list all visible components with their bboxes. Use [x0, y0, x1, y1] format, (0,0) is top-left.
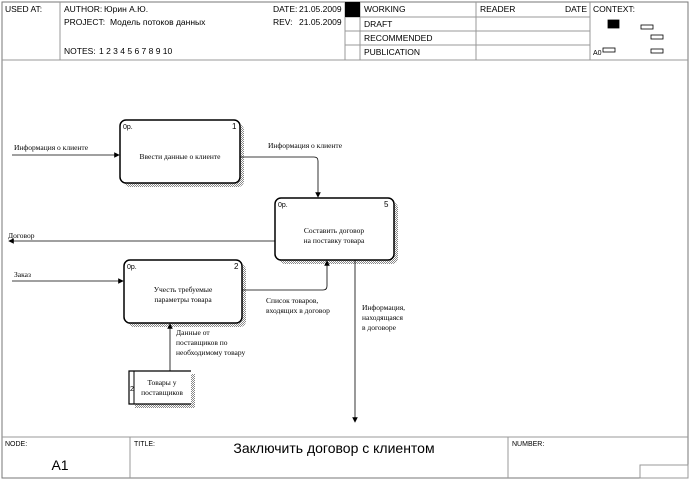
used-at-label: USED AT: [5, 4, 42, 14]
flow-label: Информация о клиенте [14, 143, 89, 152]
process-tag: 0р. [123, 124, 133, 131]
flow-label-line2: входящих в договор [266, 306, 330, 315]
project-value: Модель потоков данных [110, 17, 206, 27]
status-publication: PUBLICATION [364, 47, 420, 57]
status-working: WORKING [364, 4, 406, 14]
status-recommended: RECOMMENDED [364, 33, 432, 43]
node-value: A1 [51, 457, 68, 473]
flow-label-line1: Информация, [362, 303, 405, 312]
date-label: DATE: [273, 4, 297, 14]
context-label: CONTEXT: [593, 4, 635, 14]
working-status-marker [345, 2, 360, 17]
notes-label: NOTES: [64, 46, 96, 56]
process-2[interactable]: 0р. 2 Учесть требуемые параметры товара [123, 259, 246, 327]
process-name: Ввести данные о клиенте [140, 152, 222, 161]
notes-value: 1 2 3 4 5 6 7 8 9 10 [99, 46, 173, 56]
author-label: AUTHOR: [64, 4, 102, 14]
process-name-line1: Составить договор [304, 226, 365, 235]
reader-date-label: DATE [565, 4, 587, 14]
flow-client-info-out[interactable] [240, 156, 321, 198]
node-label: NODE: [5, 441, 27, 448]
process-1[interactable]: 0р. 1 Ввести данные о клиенте [119, 119, 244, 187]
process-number: 1 [232, 122, 237, 131]
flow-label-line3: в договоре [362, 323, 397, 332]
flow-label-line1: Данные от [176, 328, 210, 337]
flow-label: Информация о клиенте [268, 141, 343, 150]
store-name-line2: поставщиков [141, 388, 183, 397]
store-number: 2 [130, 386, 134, 393]
flow-label-line2: поставщиков по [176, 338, 228, 347]
flow-label-line1: Список товаров, [266, 296, 318, 305]
footer-grid [2, 436, 689, 479]
author-value: Юрин А.Ю. [104, 4, 148, 14]
flow-label: Заказ [14, 270, 31, 279]
store-name-line1: Товары у [148, 378, 177, 387]
process-name-line2: параметры товара [154, 295, 212, 304]
reader-label: READER [480, 4, 515, 14]
flow-label-line3: необходимому товару [176, 348, 246, 357]
flow-label: Договор [8, 231, 35, 240]
context-thumbnail [602, 19, 664, 54]
process-tag: 0р. [278, 202, 288, 209]
number-label: NUMBER: [512, 441, 544, 448]
date-value: 21.05.2009 [299, 4, 342, 14]
process-tag: 0р. [127, 264, 137, 271]
process-number: 2 [234, 262, 239, 271]
status-draft: DRAFT [364, 19, 392, 29]
process-number: 5 [384, 200, 389, 209]
rev-label: REV: [273, 17, 293, 27]
process-5[interactable]: 0р. 5 Составить договор на поставку това… [274, 197, 398, 264]
diagram-title: Заключить договор с клиентом [233, 440, 434, 456]
title-label: TITLE: [134, 441, 155, 448]
process-name-line2: на поставку товара [304, 236, 365, 245]
flow-goods-list[interactable] [242, 260, 330, 291]
process-name-line1: Учесть требуемые [154, 285, 213, 294]
flow-label-line2: находящаяся [362, 313, 403, 322]
data-store[interactable]: 2 Товары у поставщиков [128, 370, 195, 408]
project-label: PROJECT: [64, 17, 105, 27]
rev-value: 21.05.2009 [299, 17, 342, 27]
context-node-label: A0 [593, 50, 602, 57]
